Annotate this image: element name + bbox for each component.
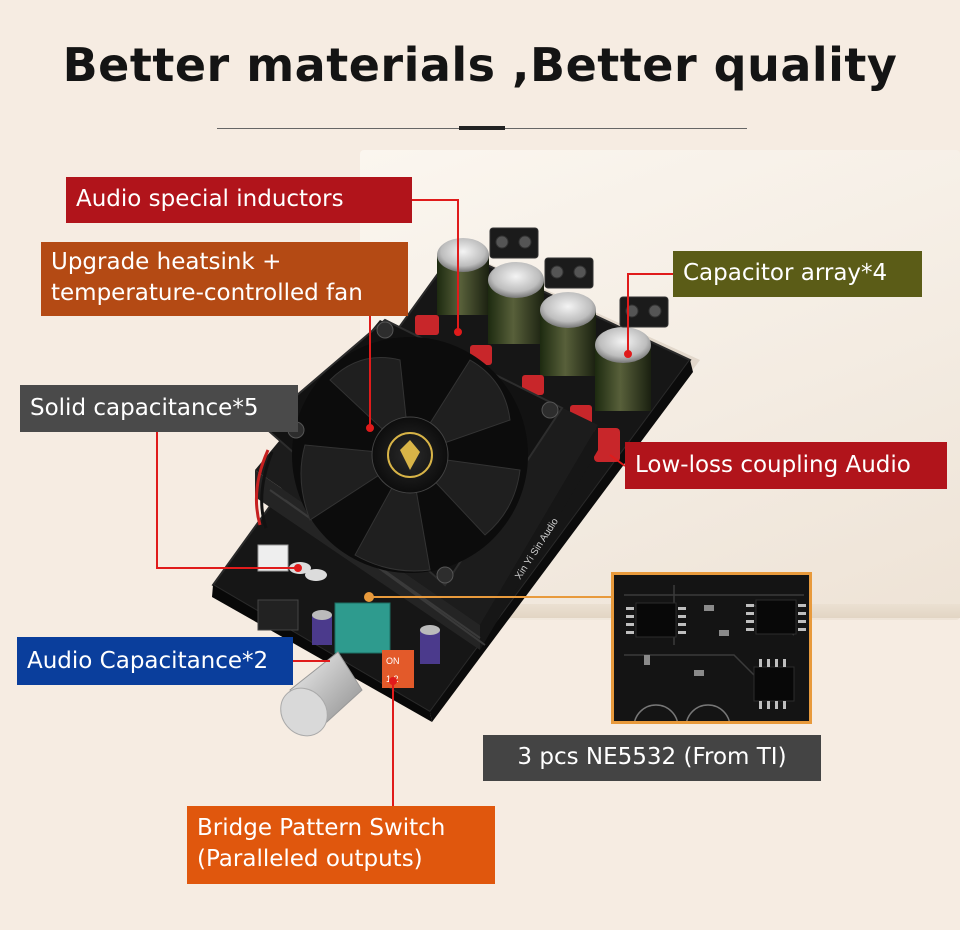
label-audio-inductors: Audio special inductors [66, 177, 412, 223]
label-bridge-line1: Bridge Pattern Switch [197, 815, 446, 841]
ne5532-closeup-inset [611, 572, 812, 724]
speaker-terminals [489, 227, 669, 328]
label-audio-inductors-text: Audio special inductors [76, 186, 344, 212]
rca-jack [257, 599, 299, 631]
bridge-switch: ON 1 2 [382, 650, 414, 688]
capacitor-array [437, 238, 651, 411]
label-low-loss-coupling-text: Low-loss coupling Audio [635, 452, 911, 478]
label-heatsink-line1: Upgrade heatsink + [51, 249, 282, 275]
label-bridge-line2: (Paralleled outputs) [197, 846, 423, 872]
page-title: Better materials ,Better quality [62, 38, 898, 92]
label-solid-capacitance: Solid capacitance*5 [20, 385, 298, 432]
label-audio-capacitance-text: Audio Capacitance*2 [27, 648, 269, 674]
label-ne5532-text: 3 pcs NE5532 (From TI) [517, 744, 787, 770]
title-underline-accent [459, 126, 505, 130]
label-solid-capacitance-text: Solid capacitance*5 [30, 395, 259, 421]
label-capacitor-array-text: Capacitor array*4 [683, 260, 888, 286]
label-capacitor-array: Capacitor array*4 [673, 251, 922, 297]
label-heatsink-line2: temperature-controlled fan [51, 280, 363, 306]
label-bridge-switch: Bridge Pattern Switch (Paralleled output… [187, 806, 495, 884]
volume-knob [280, 651, 363, 737]
label-ne5532: 3 pcs NE5532 (From TI) [483, 735, 821, 781]
ne5532-chips [614, 575, 809, 721]
label-heatsink-fan: Upgrade heatsink + temperature-controlle… [41, 242, 408, 316]
audio-capacitors [312, 610, 440, 664]
label-audio-capacitance: Audio Capacitance*2 [17, 637, 293, 685]
potentiometer-body [334, 602, 391, 654]
coupling-capacitors [415, 315, 620, 462]
label-low-loss-coupling: Low-loss coupling Audio [625, 442, 947, 489]
svg-text:ON: ON [386, 656, 400, 666]
